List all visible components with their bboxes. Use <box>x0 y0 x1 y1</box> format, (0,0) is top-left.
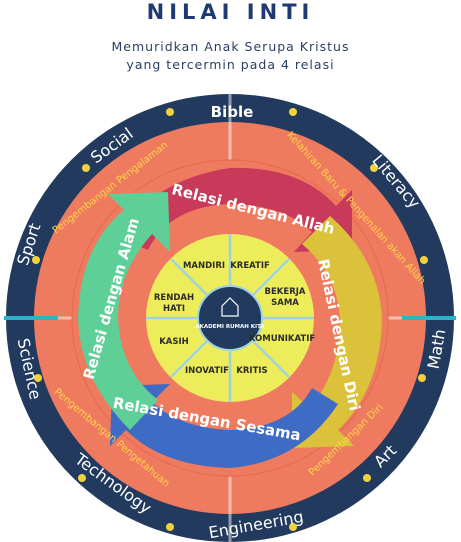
value-rendah-hati-2: HATI <box>163 304 185 314</box>
value-kritis: KRITIS <box>236 366 267 376</box>
value-kreatif: KREATIF <box>230 261 270 271</box>
arrow-relasi-sesama <box>110 384 338 468</box>
value-bekerja-sama-2: SAMA <box>271 298 299 308</box>
subtitle-line-1: Memuridkan Anak Serupa Kristus <box>111 39 350 54</box>
ring-dots <box>32 108 428 531</box>
value-kasih: KASIH <box>159 337 189 347</box>
book-house-icon <box>221 297 239 317</box>
arrow-relasi-diri <box>292 216 382 448</box>
page-title: NILAI INTI <box>146 0 315 24</box>
school-logo <box>197 285 263 351</box>
logo-name: AKADEMI RUMAH KITA <box>195 324 265 330</box>
arrow-relasi-allah <box>120 167 352 252</box>
value-bekerja-sama-1: BEKERJA <box>265 287 306 297</box>
label-bible: Bible <box>211 103 254 121</box>
value-inovatif: INOVATIF <box>185 366 229 376</box>
arrow-relasi-alam <box>78 192 170 430</box>
value-rendah-hati-1: RENDAH <box>154 293 194 303</box>
value-mandiri: MANDIRI <box>183 261 225 271</box>
subtitle-line-2: yang tercermin pada 4 relasi <box>126 57 335 72</box>
value-komunikatif: KOMUNIKATIF <box>249 334 316 344</box>
